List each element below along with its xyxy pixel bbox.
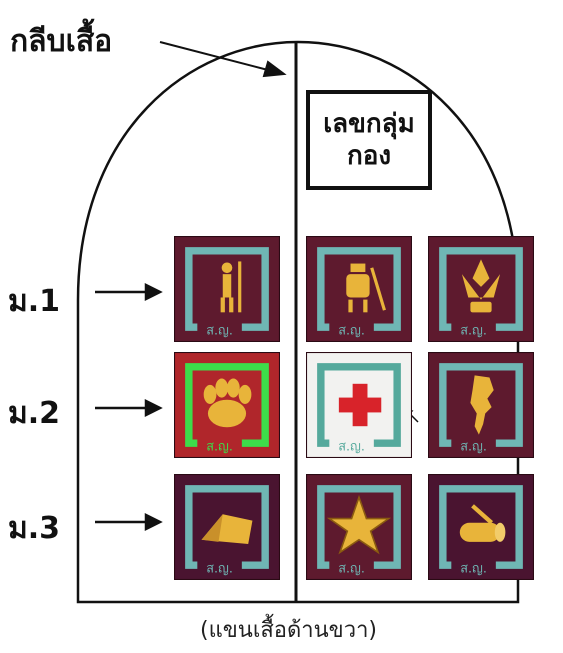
scout-emblem-icon: ส.ญ.: [428, 236, 534, 342]
svg-text:ส.ญ.: ส.ญ.: [338, 323, 365, 338]
row-label-m2: ม.2: [8, 396, 61, 431]
badge-r3c2: ส.ญ.: [306, 474, 412, 580]
tent-icon: ส.ญ.: [174, 474, 280, 580]
svg-text:ส.ญ.: ส.ญ.: [206, 439, 233, 454]
scout-figure-icon: ส.ญ.: [174, 236, 280, 342]
paw-icon: ส.ญ.: [174, 352, 280, 458]
svg-text:ส.ญ.: ส.ญ.: [460, 323, 487, 338]
badge-r1c1: ส.ญ.: [174, 236, 280, 342]
badge-r3c3: ส.ญ.: [428, 474, 534, 580]
badge-r1c3: ส.ญ.: [428, 236, 534, 342]
svg-text:ส.ญ.: ส.ญ.: [460, 561, 487, 576]
row-label-m3: ม.3: [8, 511, 61, 546]
badge-r3c1: ส.ญ.: [174, 474, 280, 580]
badge-r1c2: ส.ญ.: [306, 236, 412, 342]
caption: (แขนเสื้อด้านขวา): [200, 618, 378, 643]
red-cross-icon: ส.ญ.: [306, 352, 412, 458]
group-number-box: เลขกลุ่ม กอง: [306, 90, 432, 190]
log-axe-icon: ส.ญ.: [428, 474, 534, 580]
svg-text:ส.ญ.: ส.ญ.: [338, 439, 365, 454]
collar-arrow: [159, 41, 287, 78]
svg-text:ส.ญ.: ส.ญ.: [460, 439, 487, 454]
row3-arrow: [95, 512, 163, 532]
row2-arrow: [95, 398, 163, 418]
thailand-map-icon: ส.ญ.: [428, 352, 534, 458]
badge-r2c2: ส.ญ.: [306, 352, 412, 458]
svg-text:ส.ญ.: ส.ญ.: [206, 561, 233, 576]
collar-label: กลีบเสื้อ: [10, 24, 113, 59]
svg-text:ส.ญ.: ส.ญ.: [338, 561, 365, 576]
camp-stove-icon: ส.ญ.: [306, 236, 412, 342]
sleeve-outline: [76, 40, 520, 604]
svg-text:ส.ญ.: ส.ญ.: [206, 323, 233, 338]
row1-arrow: [95, 282, 163, 302]
group-number-label: เลขกลุ่ม กอง: [323, 108, 415, 172]
star-icon: ส.ญ.: [306, 474, 412, 580]
badge-r2c1: ส.ญ.: [174, 352, 280, 458]
row-label-m1: ม.1: [8, 284, 61, 319]
badge-r2c3: ส.ญ.: [428, 352, 534, 458]
